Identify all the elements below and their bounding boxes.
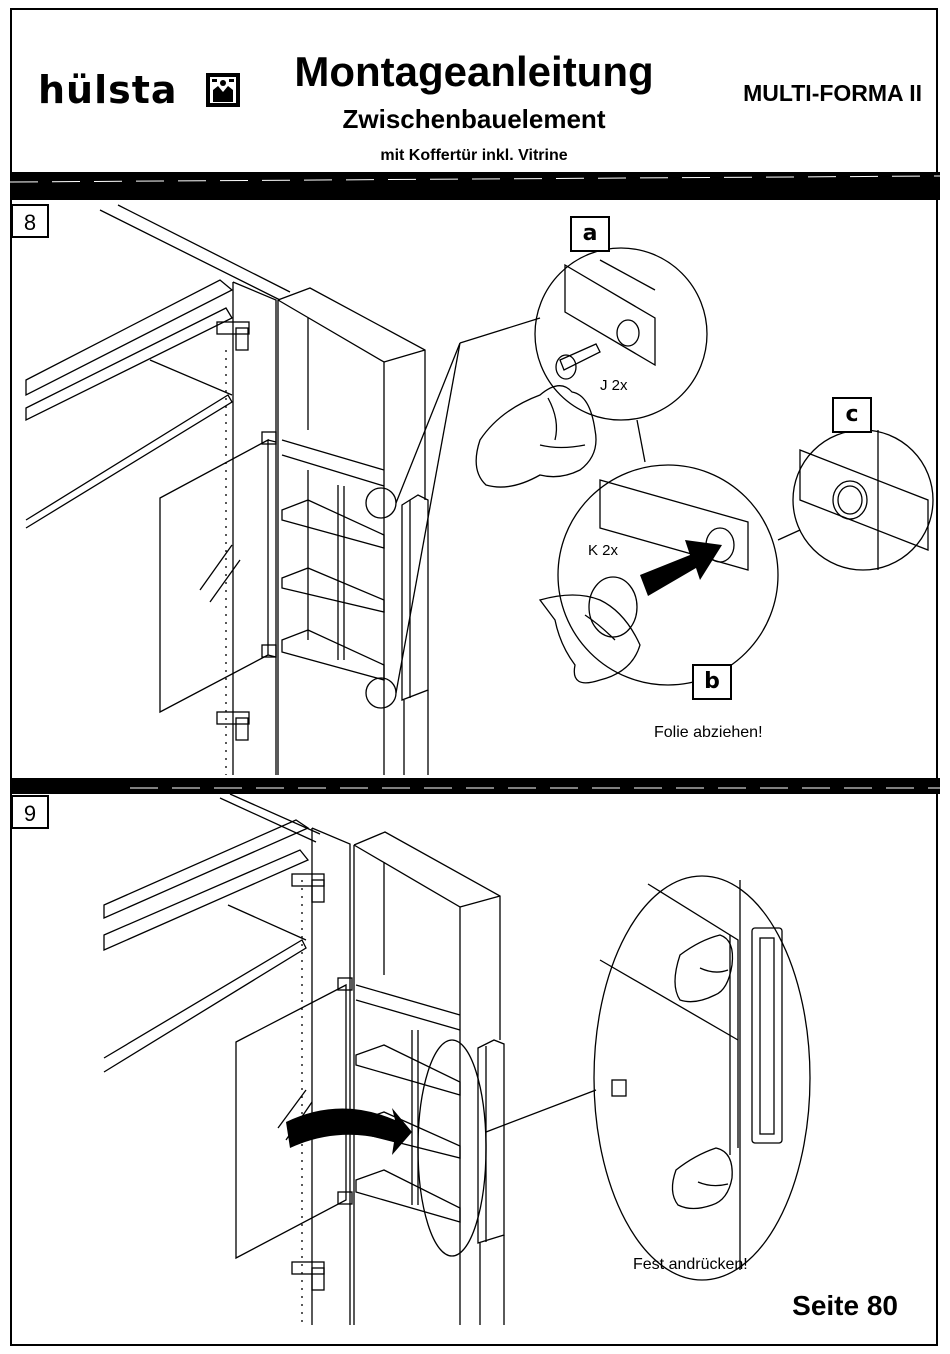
step9-note: Fest andrücken!: [633, 1256, 748, 1274]
page-number: Seite 80: [792, 1290, 898, 1322]
swing-arrow-icon: [286, 1108, 412, 1155]
step-number-9: 9: [11, 795, 49, 829]
